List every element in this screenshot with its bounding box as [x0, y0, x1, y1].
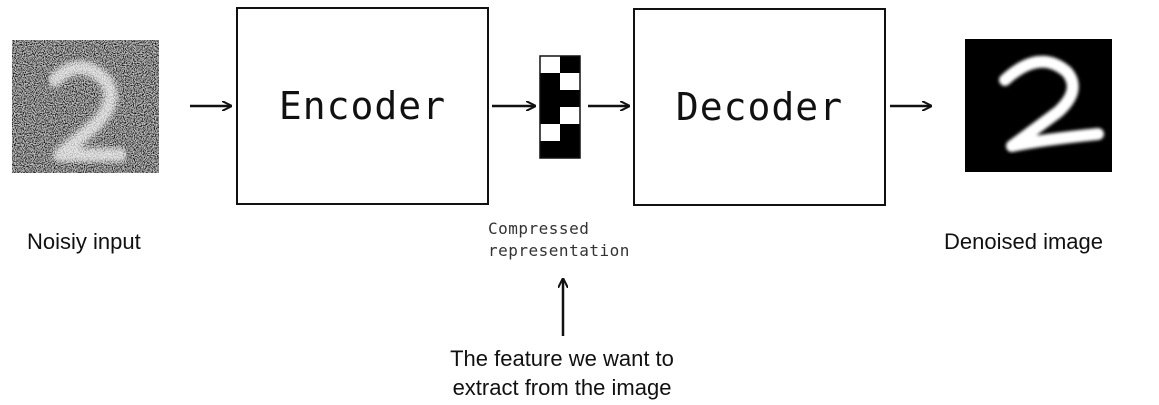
code-cell [560, 90, 580, 107]
code-cell [560, 73, 580, 90]
code-cell [560, 107, 580, 124]
feature-note: The feature we want to extract from the … [380, 344, 744, 402]
code-cell [540, 90, 560, 107]
code-cell [540, 56, 560, 73]
compressed-line-1: Compressed [488, 219, 590, 238]
code-cell [540, 107, 560, 124]
feature-note-line-1: The feature we want to [450, 346, 674, 371]
encoder-box: Encoder [236, 7, 489, 205]
code-cell [540, 124, 560, 141]
code-cell [540, 73, 560, 90]
code-grid-border [539, 55, 581, 159]
compressed-line-2: representation [488, 241, 630, 260]
code-cell [560, 141, 580, 158]
noisy-input-label: Noisiy input [27, 229, 141, 254]
decoder-box: Decoder [633, 8, 886, 206]
denoised-image-label: Denoised image [944, 229, 1103, 254]
code-cell [540, 141, 560, 158]
feature-note-line-2: extract from the image [452, 375, 672, 400]
compressed-representation-label: Compressed representation [488, 218, 630, 262]
code-cell [560, 124, 580, 141]
encoder-label: Encoder [278, 84, 447, 128]
code-cell [560, 56, 580, 73]
decoder-label: Decoder [675, 85, 844, 129]
